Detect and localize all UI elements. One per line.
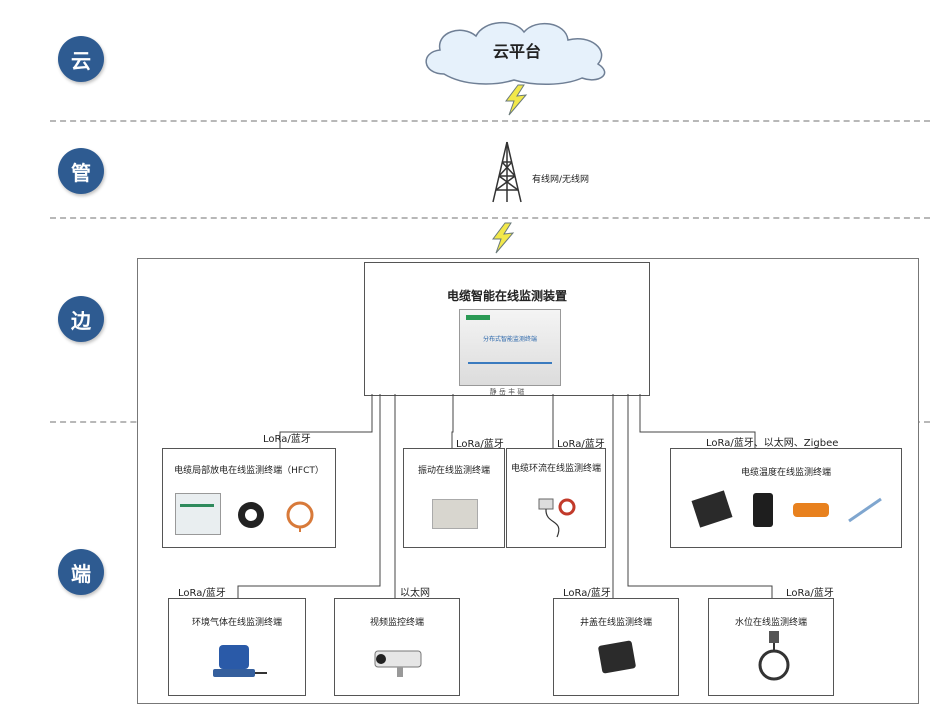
edge-device-panel: 分布式智能监测终端 — [459, 309, 561, 386]
terminal-gas-box: 环境气体在线监测终端 — [168, 598, 306, 696]
layer-cloud-badge: 云 — [58, 36, 104, 82]
vibration-sensor-image — [432, 499, 478, 529]
temperature-module-image — [691, 490, 733, 528]
cloud-icon — [425, 21, 606, 86]
terminal-vibration-box: 振动在线监测终端 — [403, 448, 505, 548]
edge-device-footer: 静 岳 丰 磁 — [489, 388, 525, 396]
tower-icon — [492, 141, 522, 203]
coil-sensor-icon — [286, 501, 314, 532]
link-label-vibration: LoRa/蓝牙 — [456, 439, 504, 450]
panel-text: 分布式智能监测终端 — [482, 336, 537, 343]
link-label-hfct: LoRa/蓝牙 — [263, 434, 311, 445]
terminal-circulation-title: 电缆环流在线监测终端 — [511, 464, 602, 474]
terminal-circulation-box: 电缆环流在线监测终端 — [506, 448, 606, 548]
brand-logo — [466, 315, 490, 320]
terminal-video-title: 视频监控终端 — [369, 618, 424, 628]
network-label: 有线网/无线网 — [532, 175, 590, 185]
terminal-hfct-box: 电缆局部放电在线监测终端（HFCT） — [162, 448, 336, 548]
water-level-sensor-icon — [758, 631, 790, 681]
link-label-temperature: LoRa/蓝牙、以太网、Zigbee — [706, 438, 839, 449]
link-label-waterlevel: LoRa/蓝牙 — [786, 588, 834, 599]
layer-edge-label: 边 — [71, 308, 91, 333]
terminal-hfct-title: 电缆局部放电在线监测终端（HFCT） — [174, 466, 324, 476]
gas-sensor-icon — [213, 645, 267, 677]
link-label-video: 以太网 — [400, 588, 430, 599]
layer-divider-2 — [50, 217, 930, 219]
wireless-lightning-icon — [505, 84, 528, 116]
link-label-manhole: LoRa/蓝牙 — [563, 588, 611, 599]
terminal-gas-title: 环境气体在线监测终端 — [191, 618, 282, 628]
manhole-sensor-image — [597, 640, 637, 674]
hfct-device-image — [175, 493, 221, 535]
temperature-probe-image — [753, 493, 773, 527]
terminal-waterlevel-box: 水位在线监测终端 — [708, 598, 834, 696]
layer-pipe-badge: 管 — [58, 148, 104, 194]
camera-icon — [374, 650, 422, 677]
link-label-gas: LoRa/蓝牙 — [178, 588, 226, 599]
layer-terminal-label: 端 — [71, 561, 91, 586]
link-label-circulation: LoRa/蓝牙 — [557, 439, 605, 450]
layer-edge-badge: 边 — [58, 296, 104, 342]
edge-device-title: 电缆智能在线监测装置 — [446, 289, 567, 303]
temperature-cable-icon — [848, 497, 882, 523]
temperature-clamp-image — [793, 503, 829, 517]
layer-cloud-label: 云 — [71, 48, 91, 73]
ct-sensor-icon — [238, 502, 264, 528]
terminal-video-box: 视频监控终端 — [334, 598, 460, 696]
terminal-waterlevel-title: 水位在线监测终端 — [734, 618, 807, 628]
layer-pipe-label: 管 — [71, 160, 91, 185]
panel-stripe — [468, 362, 552, 364]
terminal-temperature-title: 电缆温度在线监测终端 — [740, 468, 831, 478]
layer-terminal-badge: 端 — [58, 549, 104, 595]
terminal-manhole-title: 井盖在线监测终端 — [579, 618, 652, 628]
hfct-device-stripe — [180, 504, 214, 507]
terminal-temperature-box: 电缆温度在线监测终端 — [670, 448, 902, 548]
terminal-manhole-box: 井盖在线监测终端 — [553, 598, 679, 696]
wireless-lightning-icon — [492, 222, 515, 254]
terminal-vibration-title: 振动在线监测终端 — [417, 466, 490, 476]
edge-device-box: 电缆智能在线监测装置 分布式智能监测终端 静 岳 丰 磁 — [364, 262, 650, 396]
cloud-platform-label: 云平台 — [492, 42, 541, 61]
circulation-sensor-icon — [538, 498, 576, 538]
layer-divider-1 — [50, 120, 930, 122]
